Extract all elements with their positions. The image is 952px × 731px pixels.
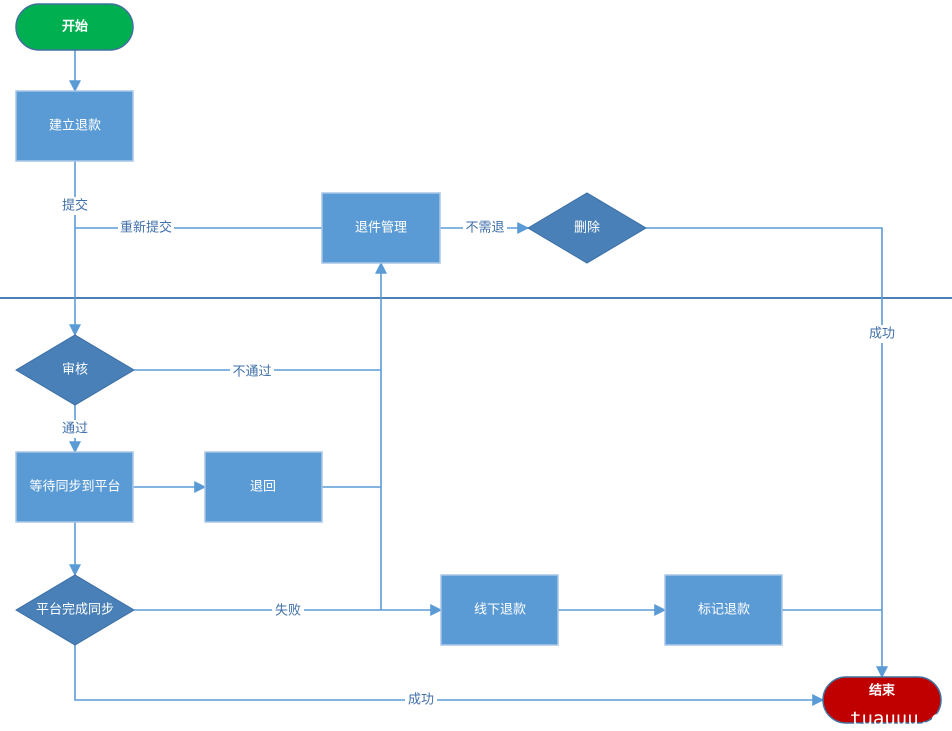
node-start[interactable]: 开始	[15, 3, 134, 51]
node-send-back-label: 退回	[250, 480, 276, 495]
label-success-bottom: 成功	[408, 693, 434, 708]
node-wait-sync[interactable]: 等待同步到平台	[15, 451, 134, 523]
edge-delete-end	[646, 227, 888, 679]
node-offline-refund-label: 线下退款	[474, 603, 526, 618]
node-create-refund[interactable]: 建立退款	[15, 90, 134, 162]
edge-success-end	[74, 645, 825, 706]
node-delete-label: 删除	[574, 221, 600, 236]
node-start-label: 开始	[62, 19, 88, 35]
node-sync-done[interactable]: 平台完成同步	[15, 574, 135, 646]
label-fail: 失败	[275, 604, 301, 619]
node-review[interactable]: 审核	[15, 334, 135, 406]
node-sync-done-label: 平台完成同步	[36, 603, 114, 618]
label-reject: 不通过	[232, 365, 271, 380]
edge-labels: 提交 重新提交 不需退 成功 不通过 通过 失败 成功	[58, 197, 898, 709]
node-return-manage-label: 退件管理	[355, 221, 407, 236]
node-wait-sync-label: 等待同步到平台	[29, 479, 120, 495]
label-no-refund: 不需退	[465, 221, 504, 236]
node-return-manage[interactable]: 退件管理	[321, 192, 441, 264]
node-offline-refund[interactable]: 线下退款	[440, 574, 559, 646]
node-end-label: 结束	[869, 683, 896, 699]
label-submit: 提交	[62, 198, 88, 214]
node-create-refund-label: 建立退款	[49, 119, 101, 134]
node-mark-refund[interactable]: 标记退款	[664, 574, 783, 646]
node-end[interactable]: 结束	[822, 676, 942, 724]
node-send-back[interactable]: 退回	[204, 451, 323, 523]
node-review-label: 审核	[62, 363, 88, 378]
watermark: tuauuu.co	[850, 708, 952, 727]
label-success-right: 成功	[869, 327, 895, 342]
label-resubmit: 重新提交	[120, 220, 172, 236]
node-mark-refund-label: 标记退款	[698, 603, 750, 618]
label-pass: 通过	[62, 422, 88, 437]
node-delete[interactable]: 删除	[527, 192, 647, 264]
